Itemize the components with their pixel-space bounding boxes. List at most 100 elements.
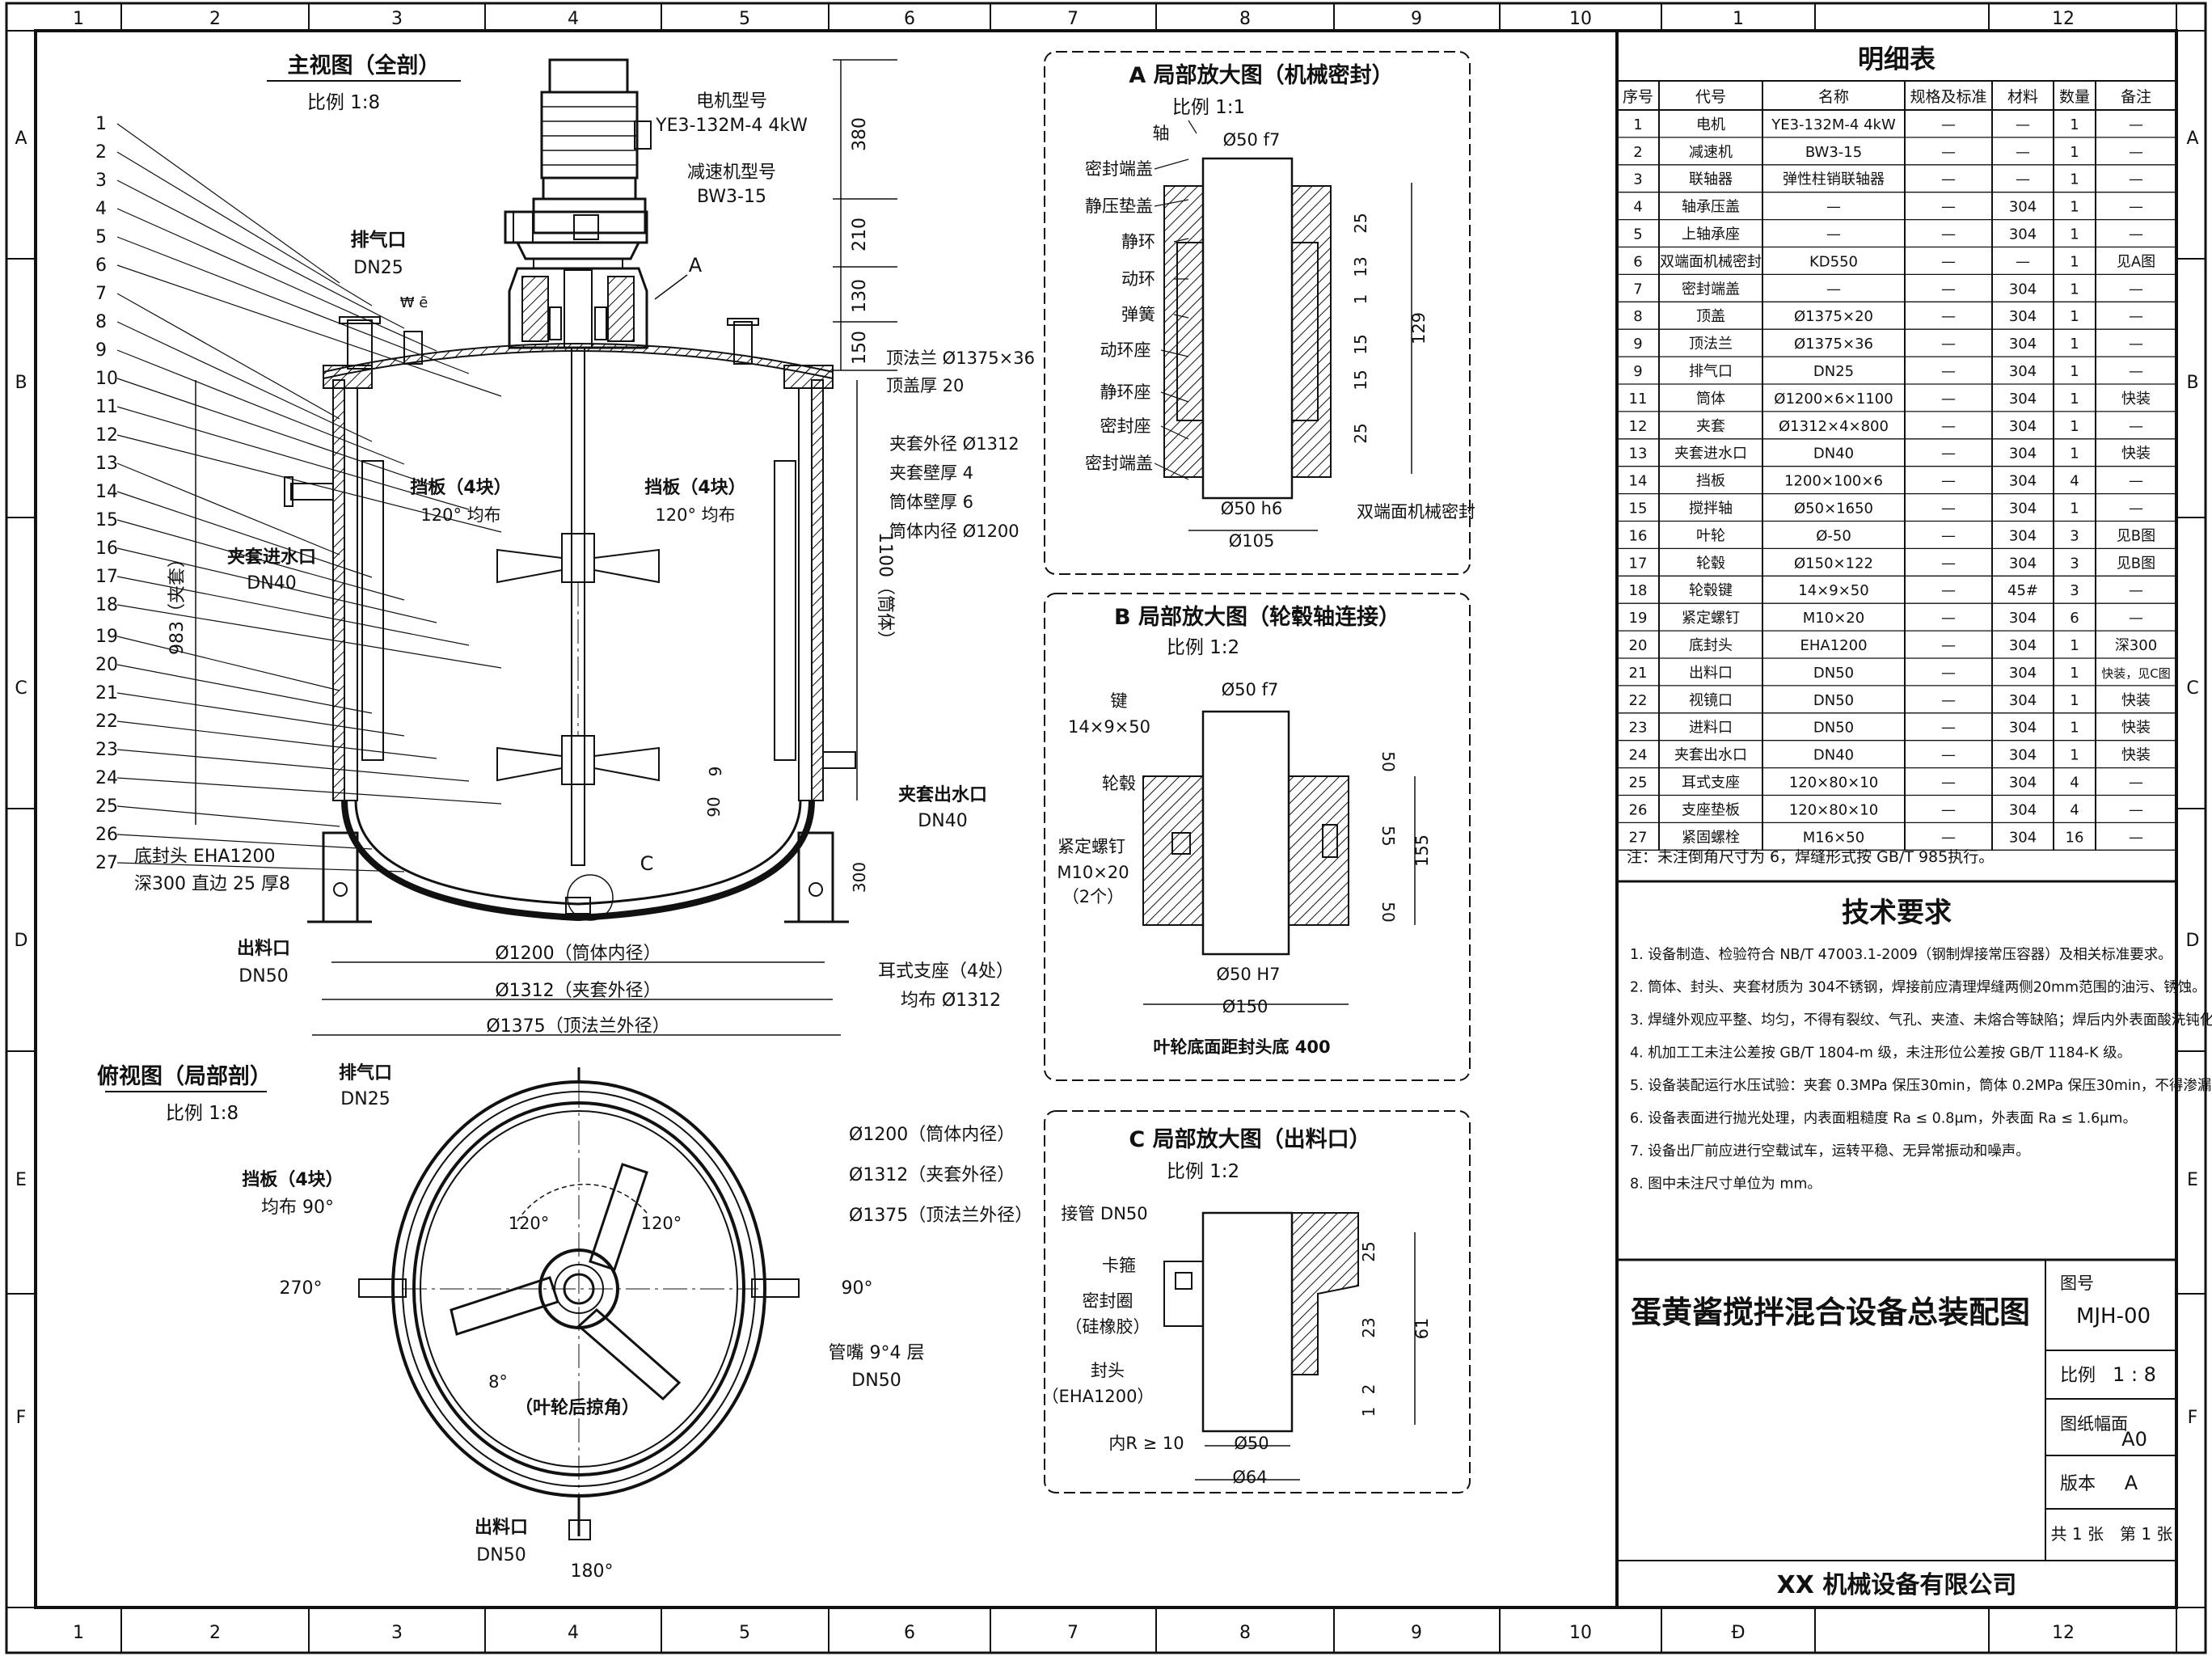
bom-cell: 24: [1629, 747, 1648, 764]
detail-a-leader: [1173, 238, 1189, 243]
bom-cell: 1200×100×6: [1784, 473, 1883, 490]
zone-row-label: F: [2188, 1408, 2198, 1428]
bom-cell: BW3-15: [1805, 144, 1862, 161]
balloon-number: 11: [95, 397, 118, 417]
baffle-left-title: 挡板（4块）: [410, 478, 511, 498]
bom-cell: 304: [2009, 473, 2037, 490]
bom-cell: KD550: [1809, 253, 1858, 270]
bom-cell: —: [2129, 473, 2143, 490]
detail-c-gasket-mat: （硅橡胶）: [1066, 1317, 1150, 1337]
dim-id: Ø1200（筒体内径）: [495, 944, 661, 964]
bom-cell: 1: [2070, 637, 2079, 654]
detail-c-bore: Ø50: [1234, 1434, 1269, 1453]
height-right: 1100（筒体）: [875, 532, 895, 648]
detail-a-leader: [1188, 120, 1197, 134]
bom-cell: —: [1941, 226, 1956, 243]
bom-cell: EHA1200: [1800, 637, 1867, 654]
detail-a-dim: 13: [1351, 256, 1370, 277]
zone-col-label: 12: [2052, 1623, 2075, 1643]
zone-col-label: 8: [1239, 9, 1251, 29]
bom-cell: M10×20: [1803, 610, 1864, 627]
detail-a-part-label: 弹簧: [1121, 305, 1155, 324]
zone-row-label: B: [15, 373, 27, 393]
bom-cell: —: [2129, 829, 2143, 846]
balloon-leader: [116, 664, 373, 714]
bom-cell: —: [1941, 527, 1956, 544]
detail-a-part-label: 动环座: [1100, 340, 1151, 360]
detail-a-part-label: 轴: [1153, 124, 1170, 143]
bom-cell: 3: [2070, 555, 2079, 572]
detail-a-part-label: 密封端盖: [1085, 454, 1153, 473]
bom-cell: —: [2129, 226, 2143, 243]
detail-b-title: B 局部放大图（轮毂轴连接）: [1114, 604, 1400, 630]
bom-cell: 1: [2070, 720, 2079, 737]
detail-b-shaft-dia: Ø50 f7: [1222, 680, 1279, 699]
bom-cell: —: [1941, 446, 1956, 463]
detail-a-dim: 15: [1351, 370, 1370, 390]
bom-cell: 筒体: [1696, 391, 1725, 408]
zone-col-label: 8: [1239, 1623, 1251, 1643]
balloon-leader: [116, 491, 373, 578]
bom-cell: 21: [1629, 665, 1648, 682]
bom-cell: 轴承压盖: [1682, 199, 1740, 216]
tech-items: 1. 设备制造、检验符合 NB/T 47003.1-2009（钢制焊接常压容器）…: [1630, 947, 2212, 1193]
lug-label: 耳式支座（4处）: [878, 961, 1014, 982]
balloon-leader: [116, 604, 502, 669]
lug-note: 均布 Ø1312: [901, 991, 1001, 1011]
bom-cell: 120×80×10: [1789, 801, 1878, 818]
detail-a-seal-type: 双端面机械密封: [1357, 502, 1475, 522]
bom-cell: —: [2129, 418, 2143, 435]
detail-a-part-label: 动环: [1121, 269, 1155, 289]
bom-cell: DN25: [1813, 363, 1854, 380]
blade-note: （叶轮后掠角）: [515, 1397, 640, 1418]
bom-cell: 夹套进水口: [1674, 446, 1747, 463]
bom-cell: 4: [2070, 801, 2079, 818]
baffle-right-title: 挡板（4块）: [644, 478, 745, 498]
bom-cell: 夹套出水口: [1674, 747, 1747, 764]
bom-cell: —: [1941, 775, 1956, 792]
sheet-count: 共 1 张 第 1 张: [2051, 1524, 2173, 1544]
balloon-leader: [116, 805, 340, 827]
detail-b-hub-od: Ø150: [1222, 997, 1269, 1016]
bom-cell: 304: [2009, 665, 2037, 682]
bom-cell: 7: [1633, 281, 1642, 298]
bom-cell: 见B图: [2117, 555, 2155, 572]
detail-a-part-label: 密封端盖: [1085, 159, 1153, 179]
bom-cell: —: [1941, 363, 1956, 380]
balloon-leader: [116, 636, 340, 691]
detail-c-total: 61: [1412, 1318, 1432, 1340]
top-outlet-size: DN50: [476, 1545, 526, 1565]
bom-cell: 304: [2009, 501, 2037, 518]
bom-cell: 304: [2009, 720, 2037, 737]
balloon-number: 12: [95, 425, 118, 446]
balloon-number: 8: [95, 312, 107, 332]
detail-b-note: 叶轮底面距封头底 400: [1153, 1037, 1330, 1057]
bom-cell: 26: [1629, 801, 1648, 818]
bom-cell: 耳式支座: [1682, 775, 1740, 792]
balloon-leader: [116, 519, 405, 601]
zone-col-label: 7: [1067, 9, 1079, 29]
bom-cell: 快装: [2121, 446, 2151, 463]
balloon-number: 26: [95, 825, 118, 845]
zone-row-label: E: [2187, 1170, 2198, 1190]
bom-cell: —: [1941, 281, 1956, 298]
detail-a-part-label: 密封座: [1100, 416, 1151, 436]
detail-c-pipe-label: 接管 DN50: [1061, 1204, 1147, 1223]
bom-cell: —: [1941, 171, 1956, 188]
balloon-number: 13: [95, 454, 118, 474]
bom-cell: 304: [2009, 637, 2037, 654]
detail-c-clamp-label: 卡箍: [1102, 1256, 1136, 1275]
bom-cell: —: [1941, 473, 1956, 490]
jacket-out-label: 夹套出水口: [898, 784, 987, 805]
company-name: XX 机械设备有限公司: [1777, 1571, 2017, 1599]
